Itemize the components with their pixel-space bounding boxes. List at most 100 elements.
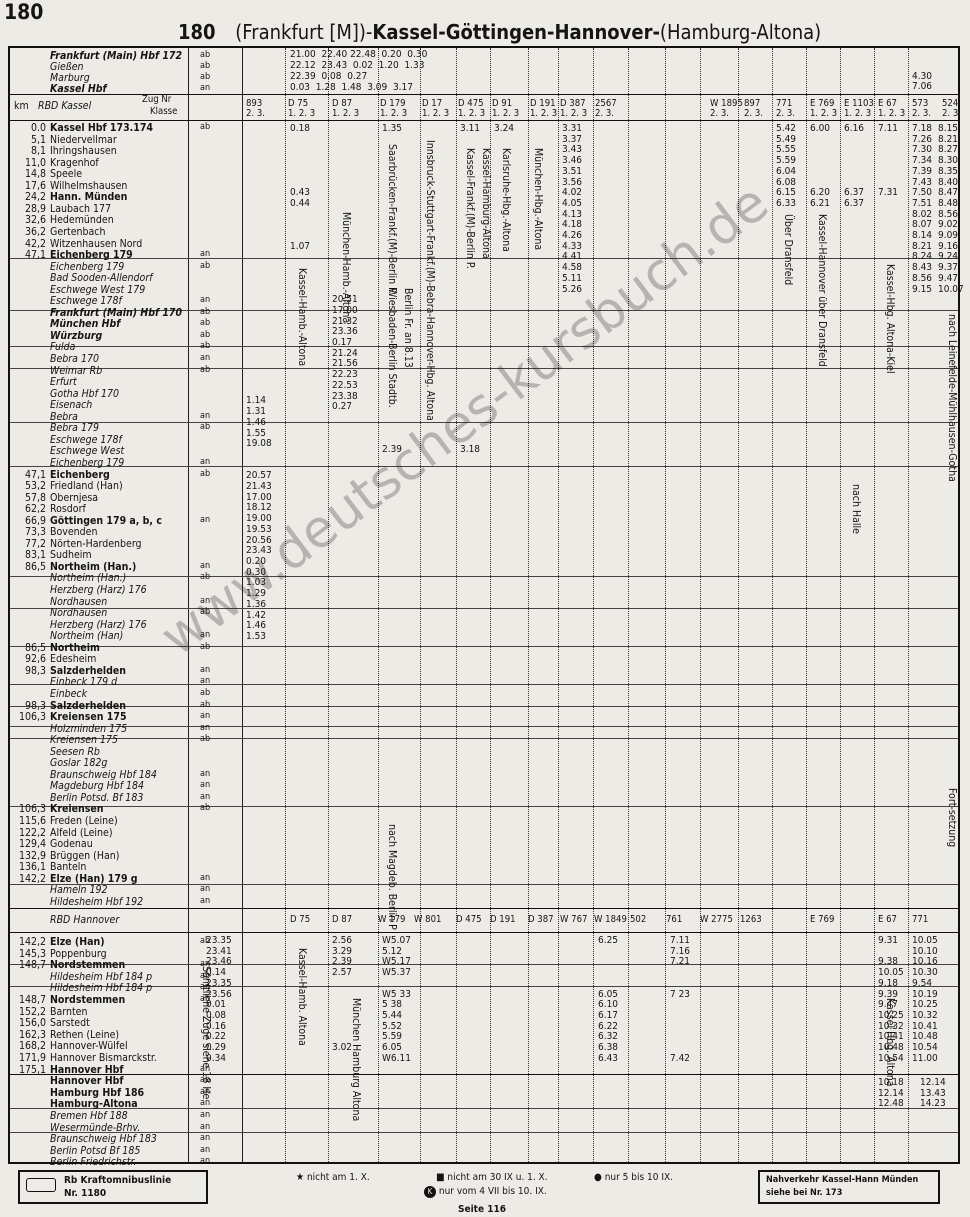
column-divider [772,48,773,1162]
column-divider [285,48,286,1162]
bus-line-number: Nr. 1180 [64,1188,107,1199]
section-rule [10,706,958,707]
station-name: Braunschweig Hbf 184 [50,768,157,781]
train-class: 1. 2. 3 [492,108,520,119]
train-number: 573 [912,98,929,109]
station-name: Eichenberg 179 [50,456,125,469]
station-name: Elze (Han) [50,936,105,948]
station-name: Eschwege West 179 [50,283,146,296]
arrival-departure-flag: an [200,884,211,895]
km-value: 115,6 [18,815,46,827]
section-rule [10,964,958,965]
title-suffix: (Hamburg-Altona) [659,20,822,44]
nahverkehr-box: Nahverkehr Kassel-Hann Münden siehe bei … [758,1170,940,1204]
arrival-departure-flag: an [200,410,211,421]
station-name: Sarstedt [50,1017,90,1030]
km-value: 36,2 [24,225,46,238]
footnote-1: ★ nicht am 1. X. [296,1172,370,1183]
train-number: D 179 [380,98,406,109]
km-value: 77,2 [24,537,46,550]
km-value: 175,1 [18,1063,46,1076]
km-value: 98,3 [24,699,46,712]
train-number: 524 [942,98,959,109]
train-class: 2. 3. [912,108,932,119]
station-name: Northeim [50,641,100,654]
station-name: Herzberg (Harz) 176 [50,584,147,596]
train-number: E 1103 [844,98,874,109]
km-value: 92,6 [24,653,46,666]
km-value: 86,5 [24,560,46,573]
station-name: Hedemünden [50,214,114,227]
route-label: Sämtliche Züge siehe 18 He [200,966,212,1100]
mid-train-number: W 801 [414,914,442,925]
station-name: Northeim (Han) [50,630,124,643]
train-class: 1. 2. 3 [560,108,588,119]
km-value: 62,2 [24,503,46,516]
arrival-departure-flag: an [200,895,211,906]
mid-train-number: 761 [666,914,683,925]
arrival-departure-flag: an [200,791,211,802]
klasse-header: Klasse [150,106,178,117]
column-divider [456,48,457,1162]
section-rule [10,466,958,467]
arrival-departure-flag: an [200,595,211,606]
station-name: Hildesheim Hbf 184 p [50,982,153,995]
header-rule [10,94,958,95]
bus-line-title: Rb Kraftomnibuslinie [64,1175,172,1186]
route-label: Fort-setzung [946,788,958,848]
header-rule [10,908,958,909]
feeder-station: Kassel Hbf [50,83,107,95]
train-class: 2. 3. [744,108,764,119]
km-value: 122,2 [18,826,46,839]
km-value: 11,0 [24,156,46,169]
station-name: Herzberg (Harz) 176 [50,618,147,631]
arrival-departure-flag: ab [200,72,211,82]
km-value: 148,7 [18,994,46,1006]
station-name: Nordstemmen [50,959,126,972]
train-number: E 769 [810,98,835,109]
times-column-e67: 7.11 7.31 [878,123,899,199]
feeder-times: 21.00 22.40 22.48 0.20 0.30 [290,49,428,60]
times-column-524: 8.15 8.21 8.27 8.30 8.35 8.40 8.47 8.48 … [938,123,964,295]
section-rule [10,1132,958,1133]
km-value: 24,2 [24,191,46,204]
station-column-divider [188,48,189,1162]
arrival-departure-flag: ab [200,607,211,618]
mid-train-number: 502 [630,914,647,925]
station-name: Seesen Rb [50,745,100,758]
train-class: 2. 3. [942,108,962,119]
km-value: 162,3 [18,1028,46,1041]
station-name: Bebra [50,410,78,423]
arrival-departure-flag: an [200,83,211,93]
train-class: 1. 2. 3 [422,108,450,119]
arrival-departure-flag: an [200,295,211,306]
nahverkehr-line2: siehe bei Nr. 173 [766,1188,843,1198]
section-rule [10,986,958,987]
train-number: D 17 [422,98,443,109]
route-label: Berlin Fr. an 8.13 [402,288,414,368]
bus-icon [26,1178,56,1192]
arrival-departure-flag: an [200,722,211,733]
station-name: Eisenach [50,399,93,412]
mid-train-number: W 2775 [700,914,733,925]
route-label: nach Halle [850,484,862,534]
station-name: Laubach 177 [50,202,112,215]
station-name: Hannover Hbf [50,1075,124,1088]
arrival-departure-flag: ab [200,422,211,433]
lower-times-column-8: 10.18 12.14 12.48 [878,1077,904,1110]
km-value: 73,3 [24,526,46,539]
column-divider [242,48,243,1162]
km-value: 129,4 [18,838,46,851]
km-value: 106,3 [18,711,46,724]
section-rule [10,422,958,423]
station-name: Salzderhelden [50,664,127,677]
km-value: 0.0 [30,122,46,134]
route-label: Kassel-Hamb.-Altona [296,268,308,367]
route-label: Kassel-Frankf.(M)-Berlin P. [464,148,476,269]
nahverkehr-line1: Nahverkehr Kassel-Hann Münden [766,1175,919,1185]
station-name: Rethen (Leine) [50,1028,120,1041]
lower-times-column-7: 10.05 10.10 10.16 10.30 9.54 10.19 10.25… [912,935,938,1064]
station-name: Kassel Hbf 173.174 [50,122,153,134]
arrival-departure-flag: ab [200,970,211,981]
station-name: Bovenden [50,526,98,539]
